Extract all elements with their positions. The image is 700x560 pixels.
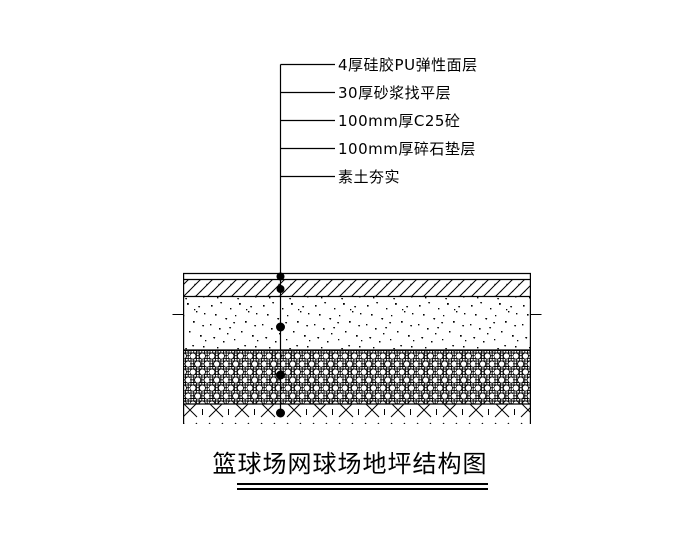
layer-marker-dot-stone [276, 370, 285, 380]
callout-tick-lines [280, 63, 335, 178]
layer-marker-dot-concrete [276, 322, 285, 332]
figure-title: 篮球场网球场地坪结构图 [212, 450, 488, 478]
callout-label-pu-surface: 4厚硅胶PU弹性面层 [338, 56, 478, 74]
callout-label-mortar: 30厚砂浆找平层 [338, 84, 452, 102]
callout-label-concrete: 100mm厚C25砼 [338, 112, 461, 130]
layer-marker-dot-soil [276, 408, 285, 418]
layer-surface-double-line [183, 272, 531, 281]
layer-compacted-soil [184, 404, 530, 424]
callout-label-crushed-stone: 100mm厚碎石垫层 [338, 140, 476, 158]
layer-crushed-stone [184, 350, 530, 404]
section-side-borders [183, 273, 531, 424]
layer-c25-concrete [184, 297, 530, 350]
title-underline [237, 483, 488, 490]
layer-marker-dot-mortar [276, 285, 285, 293]
layer-mortar-leveling [184, 280, 530, 296]
callout-label-soil: 素土夯实 [338, 168, 401, 186]
layer-marker-dot-surface [276, 272, 285, 281]
layer-boundary-lines [183, 295, 531, 405]
